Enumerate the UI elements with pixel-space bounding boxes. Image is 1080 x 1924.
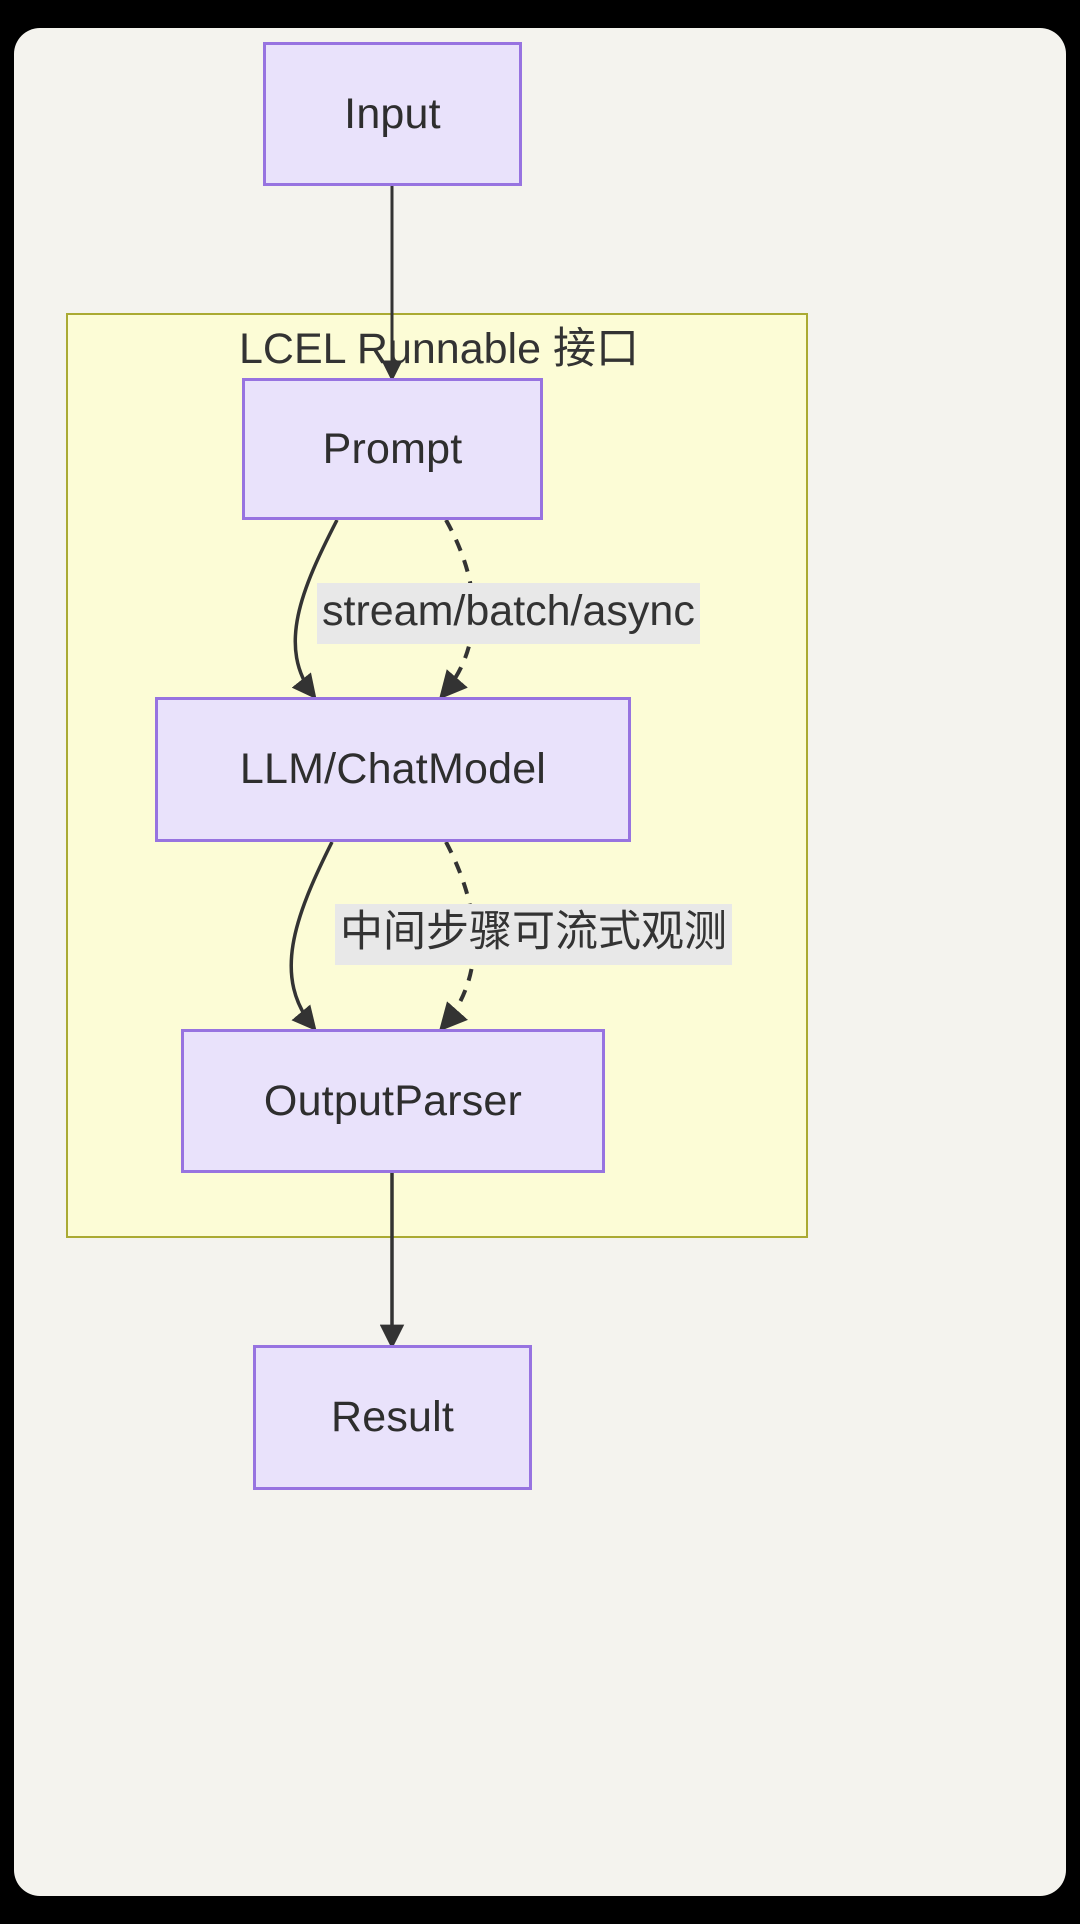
node-outputparser-label: OutputParser — [263, 1076, 523, 1125]
subgraph-title-lcel: LCEL Runnable 接口 — [239, 325, 639, 373]
edge-label-stream-batch-async: stream/batch/async — [317, 583, 700, 644]
node-input[interactable]: Input — [263, 42, 522, 186]
node-input-label: Input — [344, 89, 441, 138]
node-prompt-label: Prompt — [322, 424, 463, 473]
edge-prompt-to-llm-solid — [291, 519, 339, 700]
edge-llm-to-outputparser-dashed — [438, 841, 477, 1032]
edges-layer — [289, 186, 477, 1350]
diagram-canvas: LCEL Runnable 接口 Input Prompt LLM/ChatMo… — [14, 28, 1066, 1896]
node-prompt[interactable]: Prompt — [242, 378, 543, 520]
node-llm-chatmodel[interactable]: LLM/ChatModel — [155, 697, 631, 842]
node-outputparser[interactable]: OutputParser — [181, 1029, 605, 1173]
node-result[interactable]: Result — [253, 1345, 532, 1490]
edge-label-intermediate-streaming: 中间步骤可流式观测 — [335, 904, 732, 965]
edge-prompt-to-llm-dashed — [438, 519, 476, 700]
edge-llm-to-outputparser-solid — [289, 841, 334, 1032]
node-llm-chatmodel-label: LLM/ChatModel — [239, 745, 547, 793]
node-result-label: Result — [330, 1393, 455, 1441]
